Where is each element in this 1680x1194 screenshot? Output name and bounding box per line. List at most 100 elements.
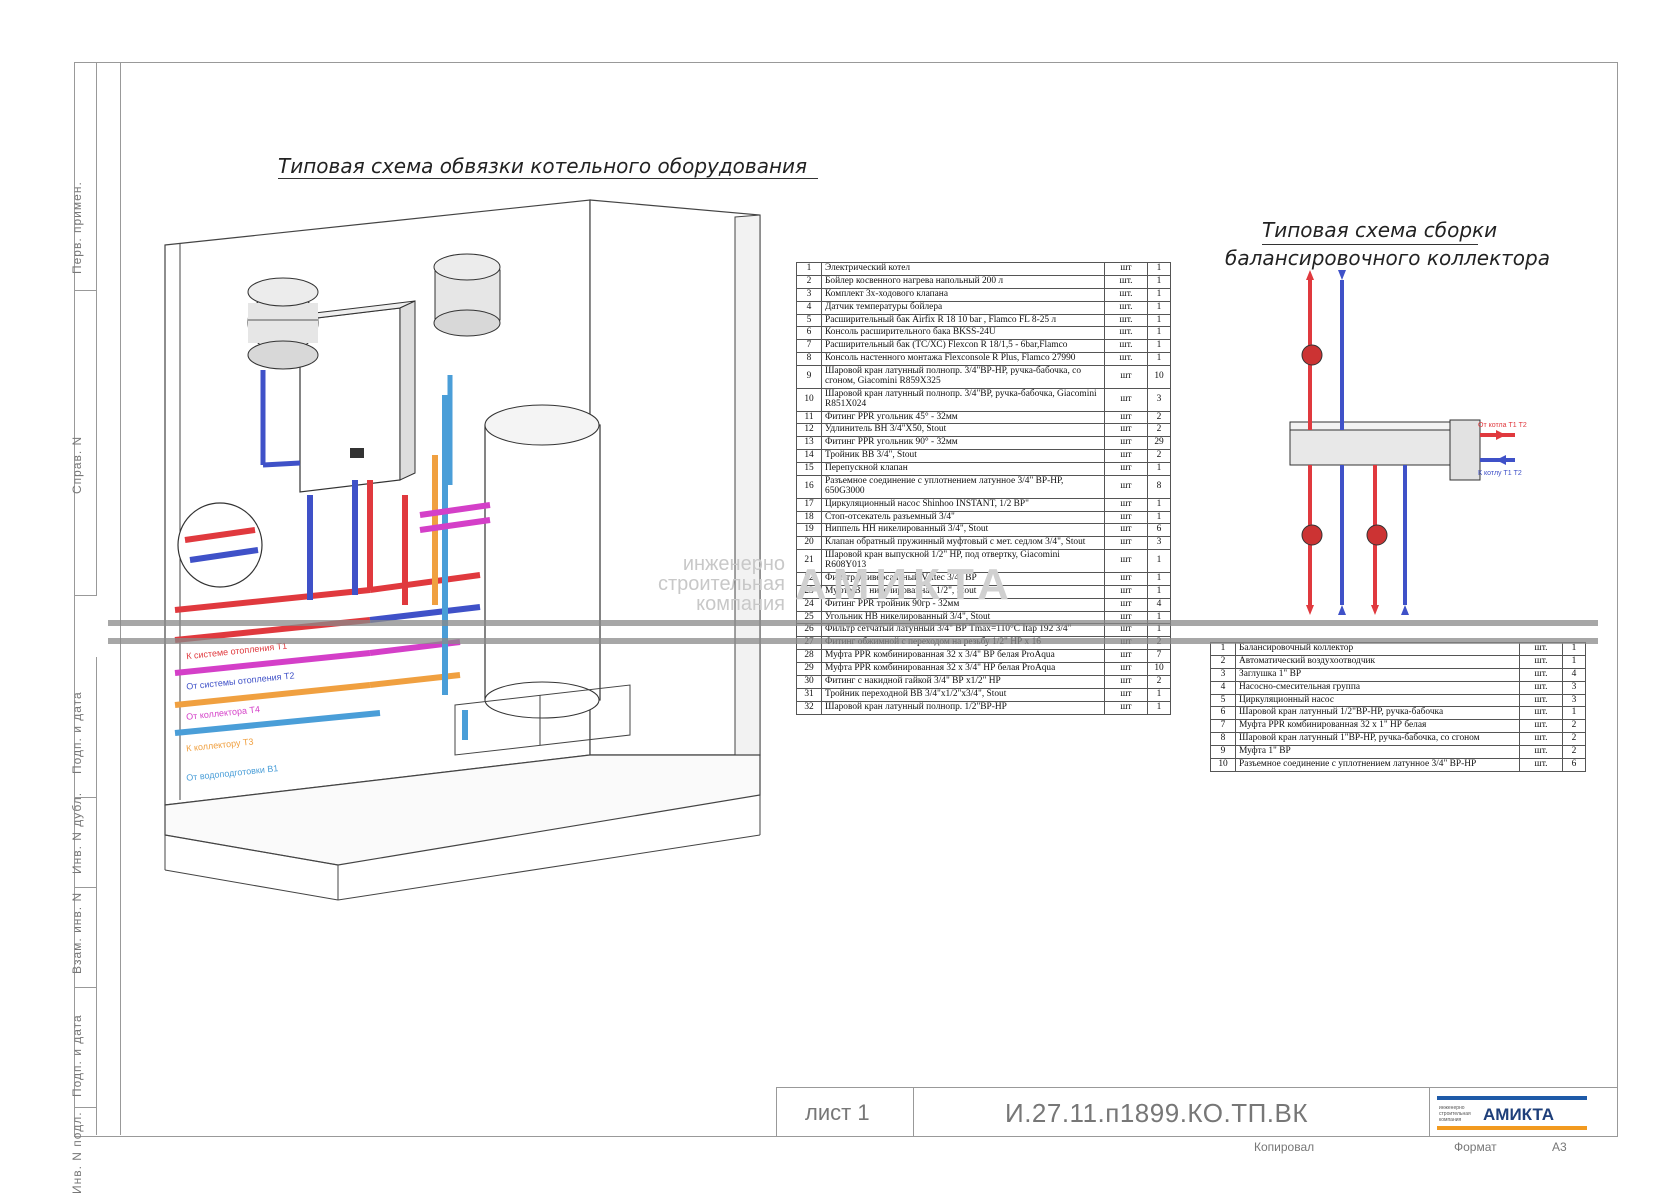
side-cell-4	[74, 797, 97, 888]
spec-unit: шт	[1104, 510, 1148, 525]
spec-num: 1	[1210, 642, 1236, 656]
spec-name: Датчик температуры бойлера	[821, 300, 1105, 315]
spec-name: Тройник ВВ 3/4", Stout	[821, 449, 1105, 463]
spec-unit: шт.	[1519, 745, 1563, 759]
spec-name: Фильтр универсальный Valtec 3/4" ВР	[821, 571, 1105, 586]
spec-qty: 10	[1147, 662, 1171, 676]
title-block-divider-2	[1429, 1088, 1430, 1136]
spec-num: 11	[796, 410, 822, 425]
spec-qty: 1	[1147, 274, 1171, 289]
watermark-band-2	[108, 638, 1598, 644]
spec-qty: 3	[1562, 680, 1586, 695]
spec-unit: шт	[1104, 365, 1148, 389]
spec-qty: 1	[1147, 571, 1171, 586]
spec-name: Ниппель НН никелированный 3/4", Stout	[821, 523, 1105, 538]
spec-name: Автоматический воздухоотводчик	[1235, 654, 1520, 669]
spec-name: Шаровой кран латунный 1/2"ВР-НР, ручка-б…	[1235, 706, 1520, 721]
spec-name: Муфта 1" ВР	[1235, 745, 1520, 759]
spec-unit: шт.	[1519, 693, 1563, 708]
spec-num: 28	[796, 649, 822, 663]
spec-name: Фитинг PPR угольник 45° - 32мм	[821, 410, 1105, 425]
spec-unit: шт.	[1104, 339, 1148, 354]
spec-unit: шт	[1104, 700, 1148, 715]
drawing-frame	[74, 62, 1618, 1137]
side-label-inv-dubl: Инв. N дубл.	[70, 791, 84, 874]
spec-unit: шт.	[1519, 654, 1563, 669]
spec-num: 5	[1210, 693, 1236, 708]
spec-name: Удлинитель ВН 3/4"X50, Stout	[821, 423, 1105, 438]
spec-qty: 7	[1147, 649, 1171, 663]
spec-num: 9	[1210, 745, 1236, 759]
spec-unit: шт	[1104, 674, 1148, 689]
spec-num: 18	[796, 510, 822, 525]
sheet-number: лист 1	[805, 1100, 870, 1125]
watermark-band-1	[108, 620, 1598, 626]
spec-num: 12	[796, 423, 822, 438]
collector-title-line1: Типовая схема сборки	[1262, 218, 1498, 242]
spec-num: 7	[796, 339, 822, 354]
spec-unit: шт	[1104, 549, 1148, 573]
spec-qty: 2	[1562, 745, 1586, 759]
spec-qty: 29	[1147, 436, 1171, 451]
spec-qty: 8	[1147, 474, 1171, 499]
format-value: А3	[1552, 1140, 1567, 1154]
watermark-text: инженерно строительная компания	[640, 554, 785, 614]
spec-num: 7	[1210, 719, 1236, 734]
spec-qty: 1	[1147, 287, 1171, 302]
side-label-vzam: Взам. инв. N	[70, 891, 84, 974]
spec-unit: шт	[1104, 387, 1148, 412]
logo-bar-top	[1437, 1096, 1587, 1100]
spec-qty: 1	[1147, 510, 1171, 525]
spec-qty: 10	[1147, 365, 1171, 389]
spec-num: 13	[796, 436, 822, 451]
spec-name: Фитинг с накидной гайкой 3/4" ВР х1/2" Н…	[821, 674, 1105, 689]
spec-name: Шаровой кран латунный полнопр. 1/2"ВР-НР	[821, 700, 1105, 715]
spec-name: Фитинг PPR угольник 90° - 32мм	[821, 436, 1105, 451]
boiler-scheme-title: Типовая схема обвязки котельного оборудо…	[278, 154, 818, 179]
spec-num: 15	[796, 462, 822, 476]
spec-unit: шт	[1104, 649, 1148, 663]
collector-title-underline	[1262, 244, 1478, 245]
spec-unit: шт	[1104, 584, 1148, 599]
spec-unit: шт.	[1519, 719, 1563, 734]
side-cell-1	[74, 62, 97, 291]
spec-unit: шт.	[1519, 732, 1563, 746]
spec-num: 4	[1210, 680, 1236, 695]
logo-bar-bottom	[1437, 1126, 1587, 1130]
side-label-podp1: Подп. и дата	[70, 691, 84, 774]
spec-qty: 1	[1147, 300, 1171, 315]
spec-name: Разъемное соединение с уплотнением латун…	[821, 474, 1105, 499]
spec-unit: шт	[1104, 687, 1148, 702]
spec-num: 8	[1210, 732, 1236, 746]
spec-num: 19	[796, 523, 822, 538]
spec-num: 6	[1210, 706, 1236, 721]
spec-qty: 2	[1147, 410, 1171, 425]
spec-name: Заглушка 1" ВР	[1235, 667, 1520, 682]
spec-num: 2	[1210, 654, 1236, 669]
spec-qty: 1	[1147, 326, 1171, 341]
spec-unit: шт.	[1104, 313, 1148, 328]
spec-qty: 3	[1562, 693, 1586, 708]
spec-qty: 1	[1147, 313, 1171, 328]
